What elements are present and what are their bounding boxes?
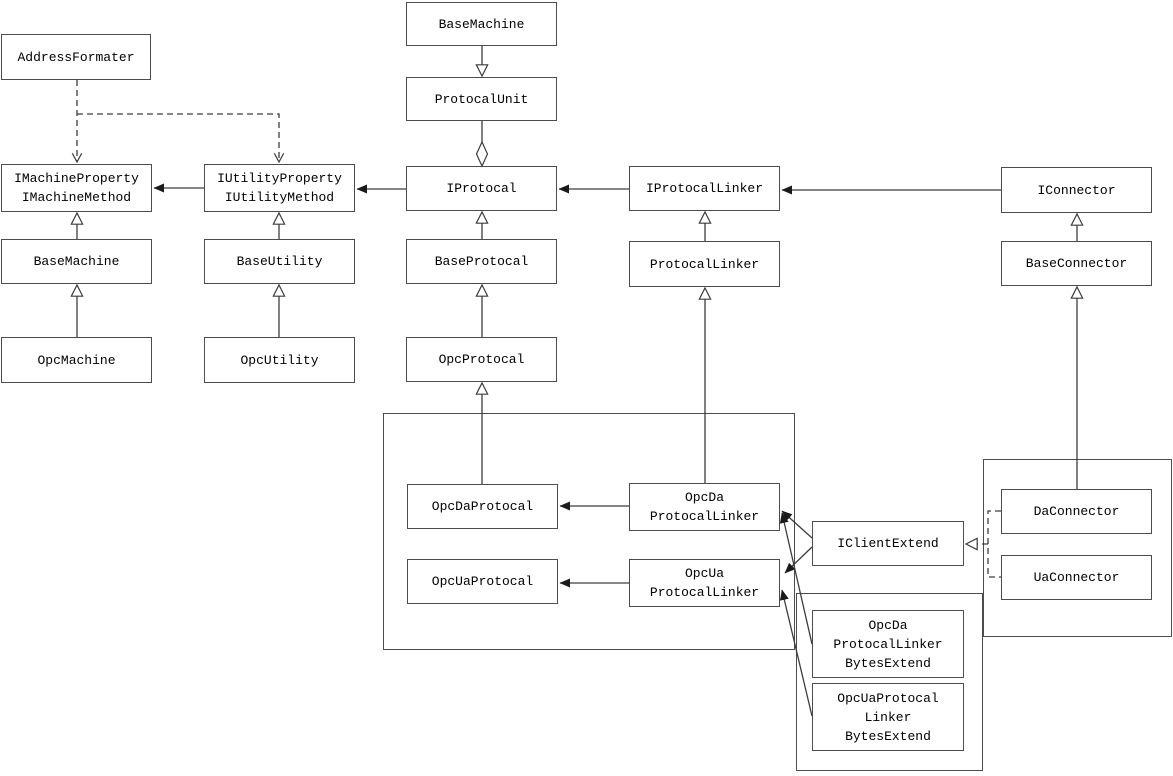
class-box-iprotocal-linker: IProtocalLinker [629, 166, 780, 211]
class-label: BaseUtility [236, 254, 323, 269]
class-box-opc-machine: OpcMachine [1, 337, 152, 383]
class-box-opc-protocal: OpcProtocal [406, 337, 557, 382]
class-box-iconnector: IConnector [1001, 167, 1152, 213]
class-box-imachine-interface: IMachineProperty IMachineMethod [1, 164, 152, 212]
class-label: OpcUaProtocal Linker BytesExtend [837, 690, 939, 744]
class-label: UaConnector [1033, 570, 1120, 585]
class-label: OpcProtocal [438, 352, 525, 367]
class-box-address-formater: AddressFormater [1, 34, 151, 80]
class-label: IProtocal [446, 181, 517, 196]
class-box-base-utility: BaseUtility [204, 239, 355, 284]
edge-addressformater-to-iutility-dashed [77, 113, 285, 164]
class-box-opcua-protocal-linker: OpcUa ProtocalLinker [629, 559, 780, 607]
class-box-opcda-linker-bytes-extend: OpcDa ProtocalLinker BytesExtend [812, 610, 964, 678]
class-box-iprotocal: IProtocal [406, 166, 557, 211]
class-label: BaseMachine [33, 254, 120, 269]
group-opc-protocal-linker [383, 413, 795, 650]
class-label: BaseProtocal [434, 254, 529, 269]
class-box-opcua-protocal: OpcUaProtocal [407, 559, 558, 604]
class-label: IMachineProperty IMachineMethod [14, 171, 139, 205]
class-box-opcda-protocal: OpcDaProtocal [407, 484, 558, 529]
class-label: IConnector [1037, 182, 1116, 198]
class-label: OpcUaProtocal [431, 574, 534, 589]
class-label: BaseMachine [438, 16, 525, 32]
class-label: IUtilityProperty IUtilityMethod [217, 171, 342, 205]
class-box-opcua-linker-bytes-extend: OpcUaProtocal Linker BytesExtend [812, 683, 964, 751]
class-box-base-protocal: BaseProtocal [406, 239, 557, 284]
class-label: AddressFormater [17, 49, 135, 65]
class-label: ProtocalUnit [434, 91, 529, 107]
class-label: OpcDa ProtocalLinker BytesExtend [833, 617, 943, 671]
class-box-iclient-extend: IClientExtend [812, 521, 964, 566]
class-box-opcda-protocal-linker: OpcDa ProtocalLinker [629, 483, 780, 531]
class-box-base-machine-left: BaseMachine [1, 239, 152, 284]
class-box-protocal-linker: ProtocalLinker [629, 241, 780, 287]
class-box-base-machine-top: BaseMachine [406, 2, 557, 46]
group-connectors [983, 459, 1172, 637]
class-label: ProtocalLinker [649, 256, 760, 272]
class-box-iutility-interface: IUtilityProperty IUtilityMethod [204, 164, 355, 212]
class-label: DaConnector [1033, 504, 1120, 519]
class-label: OpcUa ProtocalLinker [649, 566, 760, 600]
class-label: BaseConnector [1025, 256, 1128, 271]
class-box-ua-connector: UaConnector [1001, 555, 1152, 600]
class-label: OpcDaProtocal [431, 499, 534, 514]
class-label: OpcMachine [37, 352, 116, 368]
class-label: OpcDa ProtocalLinker [649, 490, 760, 524]
class-box-opc-utility: OpcUtility [204, 337, 355, 383]
class-label: IProtocalLinker [645, 181, 764, 196]
aggregation-diamond [475, 140, 489, 168]
class-box-da-connector: DaConnector [1001, 489, 1152, 534]
class-label: OpcUtility [240, 352, 319, 368]
class-label: IClientExtend [837, 536, 939, 551]
class-box-protocal-unit: ProtocalUnit [406, 77, 557, 121]
class-box-base-connector: BaseConnector [1001, 241, 1152, 286]
